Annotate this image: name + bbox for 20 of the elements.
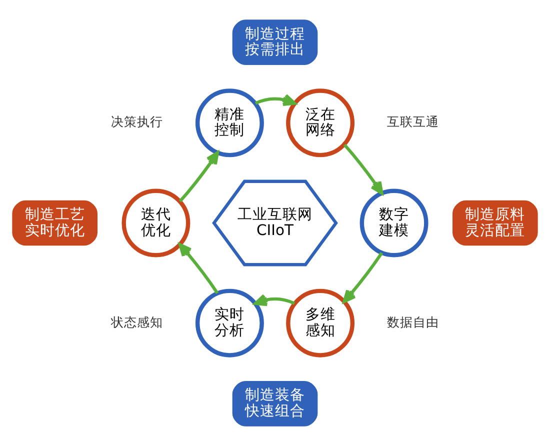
label: 状态感知 <box>111 314 163 330</box>
node-circle: 泛在网络 <box>286 88 355 158</box>
node-circle: 迭代优化 <box>122 188 190 258</box>
arrow <box>178 151 220 202</box>
node-box: 制造装备快速组合 <box>232 381 318 426</box>
label: 数据自由 <box>387 314 439 330</box>
arrow <box>254 94 296 106</box>
label: 互联互通 <box>387 114 439 130</box>
arrow <box>342 252 384 304</box>
arrow <box>343 144 384 195</box>
label: 决策执行 <box>111 114 163 130</box>
node-circle: 精准控制 <box>195 88 264 158</box>
node-circle: 数字建模 <box>360 188 428 258</box>
node-box: 制造过程按需排出 <box>232 20 318 65</box>
arrow <box>178 243 219 294</box>
arrow <box>254 294 296 306</box>
node-circle: 多维感知 <box>286 288 355 358</box>
node-box: 制造原料灵活配置 <box>452 200 538 246</box>
node-circle: 实时分析 <box>195 288 264 358</box>
node-box: 制造工艺实时优化 <box>12 200 98 246</box>
